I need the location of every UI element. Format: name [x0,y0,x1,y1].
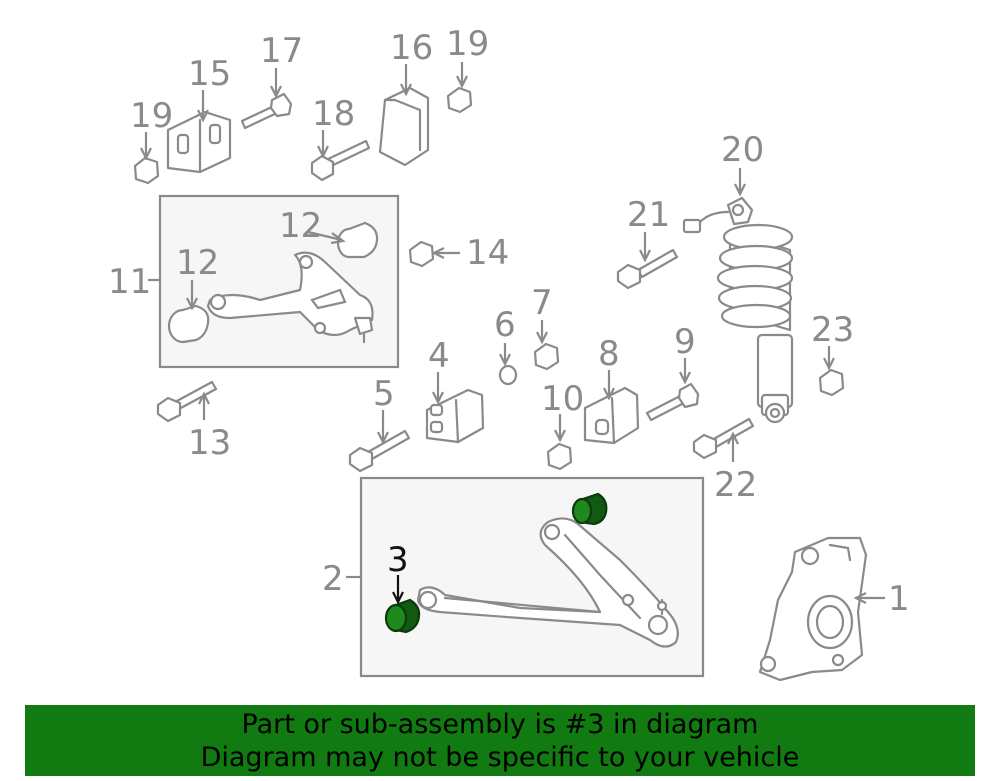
banner-line-2: Diagram may not be specific to your vehi… [200,742,800,773]
callout-22: 22 [714,465,757,505]
callout-8: 8 [598,334,620,374]
nut-part-23 [818,368,845,397]
bolt-part-5 [348,429,411,473]
callout-20: 20 [721,130,764,170]
callout-14: 14 [466,233,509,273]
callout-1: 1 [888,579,910,619]
callout-19-left: 19 [130,96,173,136]
bolt-part-9 [645,382,700,422]
callout-6: 6 [494,305,516,345]
callout-23: 23 [811,310,854,350]
bushing-part-3-highlighted [384,598,421,634]
nut-part-7 [533,342,560,371]
callout-18: 18 [312,94,355,134]
callout-9: 9 [674,322,696,362]
callout-21: 21 [627,195,670,235]
callout-12-upper: 12 [279,206,322,246]
banner-line-1: Part or sub-assembly is #3 in diagram [241,709,759,740]
bracket-part-15 [166,110,232,174]
bracket-part-16 [378,86,430,167]
shock-absorber-part-20 [682,196,794,424]
upper-control-arm [167,221,379,344]
lower-control-arm [384,492,679,648]
lower-control-arm-box [359,476,705,678]
callout-4: 4 [428,336,450,376]
callout-19-right: 19 [446,24,489,64]
bolt-part-18 [310,139,371,182]
bushing-upper-highlighted [571,492,608,526]
info-banner: Part or sub-assembly is #3 in diagram Di… [25,705,975,776]
callout-5: 5 [373,374,395,414]
callout-12-lower: 12 [176,243,219,283]
nut-part-19-left [133,156,160,185]
bolt-part-22 [692,417,755,460]
callout-13: 13 [188,423,231,463]
callout-7: 7 [531,283,553,323]
bolt-part-21 [616,248,679,290]
leader-lines [140,62,885,605]
callout-15: 15 [188,54,231,94]
nut-part-10 [546,442,573,471]
bracket-part-8 [583,386,640,445]
callout-10: 10 [541,379,584,419]
bolt-part-17 [240,92,293,130]
knuckle-part-1 [758,536,868,682]
callout-3: 3 [387,540,409,580]
callout-17: 17 [260,31,303,71]
bracket-part-4 [425,388,485,444]
bolt-part-13 [156,380,218,423]
nut-part-19-right [446,86,473,114]
washer-part-6 [498,364,518,386]
nut-part-14 [408,240,435,268]
callout-2: 2 [322,559,344,599]
callout-16: 16 [390,28,433,68]
parts-diagram: 15 17 19 18 16 19 12 12 11 14 13 5 4 6 7… [108,24,910,682]
callout-11: 11 [108,262,151,302]
